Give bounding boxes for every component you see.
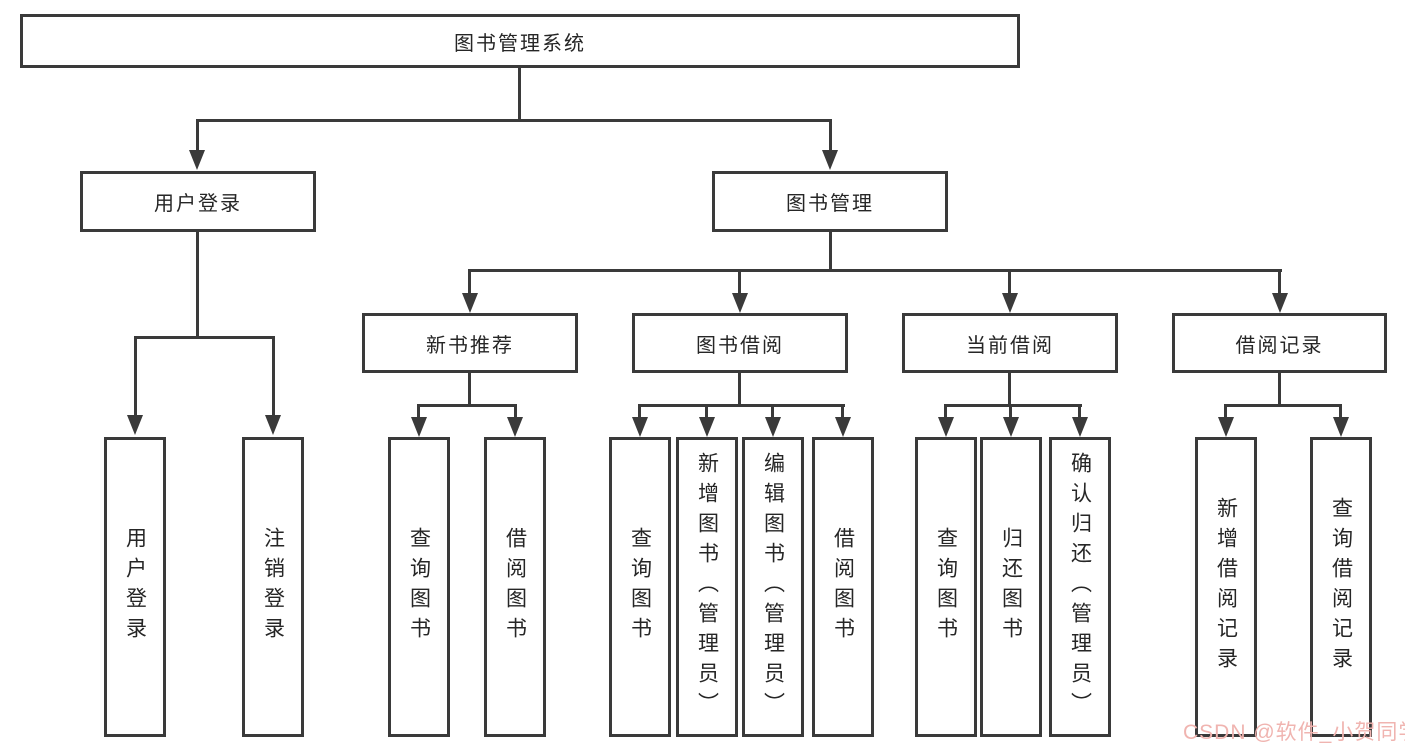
leaf-borrow-books-recommend: 借阅图书 bbox=[484, 437, 546, 737]
connector-drop bbox=[638, 404, 641, 418]
leaf-label: 借阅图书 bbox=[503, 527, 527, 647]
connector-drop bbox=[468, 269, 471, 295]
connector-drop bbox=[829, 119, 832, 152]
connector-root-stem bbox=[518, 68, 521, 122]
leaf-label: 新增图书（管理员） bbox=[695, 452, 719, 722]
leaf-query-books-borrowing: 查询图书 bbox=[609, 437, 671, 737]
connector-drop bbox=[944, 404, 947, 418]
connector-drop bbox=[134, 336, 137, 417]
connector-user-login-rail bbox=[134, 336, 275, 339]
node-library-management-system: 图书管理系统 bbox=[20, 14, 1020, 68]
arrow-down-icon bbox=[1003, 417, 1019, 437]
connector-borrowing-stem bbox=[738, 373, 741, 406]
leaf-logout-login: 注销登录 bbox=[242, 437, 304, 737]
arrow-down-icon bbox=[822, 150, 838, 170]
arrow-down-icon bbox=[765, 417, 781, 437]
connector-drop bbox=[514, 404, 517, 418]
leaf-user-login: 用户登录 bbox=[104, 437, 166, 737]
connector-drop bbox=[1224, 404, 1227, 418]
node-label: 用户登录 bbox=[154, 193, 242, 215]
connector-root-rail bbox=[196, 119, 832, 122]
arrow-down-icon bbox=[411, 417, 427, 437]
node-user-login: 用户登录 bbox=[80, 171, 316, 232]
connector-drop bbox=[196, 119, 199, 152]
leaf-label: 查询图书 bbox=[934, 527, 958, 647]
leaf-query-books-current: 查询图书 bbox=[915, 437, 977, 737]
connector-drop bbox=[841, 404, 844, 418]
arrow-down-icon bbox=[938, 417, 954, 437]
leaf-add-books-admin: 新增图书（管理员） bbox=[676, 437, 738, 737]
arrow-down-icon bbox=[507, 417, 523, 437]
connector-records-stem bbox=[1278, 373, 1281, 406]
node-book-borrowing: 图书借阅 bbox=[632, 313, 848, 373]
leaf-label: 查询图书 bbox=[628, 527, 652, 647]
leaf-label: 查询借阅记录 bbox=[1329, 497, 1353, 677]
leaf-add-borrow-record: 新增借阅记录 bbox=[1195, 437, 1257, 737]
arrow-down-icon bbox=[189, 150, 205, 170]
connector-current-stem bbox=[1008, 373, 1011, 406]
connector-drop bbox=[1278, 269, 1281, 295]
connector-borrowing-rail bbox=[639, 404, 845, 407]
arrow-down-icon bbox=[127, 415, 143, 435]
leaf-return-books: 归还图书 bbox=[980, 437, 1042, 737]
connector-recommend-stem bbox=[468, 373, 471, 406]
node-label: 图书管理系统 bbox=[454, 32, 586, 55]
leaf-label: 借阅图书 bbox=[831, 527, 855, 647]
arrow-down-icon bbox=[732, 293, 748, 313]
leaf-label: 确认归还（管理员） bbox=[1068, 452, 1092, 722]
node-label: 图书借阅 bbox=[696, 334, 784, 357]
connector-drop bbox=[1008, 269, 1011, 295]
leaf-edit-books-admin: 编辑图书（管理员） bbox=[742, 437, 804, 737]
node-label: 图书管理 bbox=[786, 193, 874, 215]
leaf-label: 归还图书 bbox=[999, 527, 1023, 647]
csdn-watermark: CSDN @软件_小贺同学 bbox=[1183, 721, 1405, 744]
leaf-label: 查询图书 bbox=[407, 527, 431, 647]
connector-user-login-stem bbox=[196, 232, 199, 338]
connector-book-mgmt-stem bbox=[829, 232, 832, 272]
node-borrowing-records: 借阅记录 bbox=[1172, 313, 1387, 373]
node-label: 新书推荐 bbox=[426, 334, 514, 357]
arrow-down-icon bbox=[1002, 293, 1018, 313]
connector-drop bbox=[272, 336, 275, 417]
leaf-confirm-return-admin: 确认归还（管理员） bbox=[1049, 437, 1111, 737]
leaf-label: 注销登录 bbox=[261, 527, 285, 647]
connector-recommend-rail bbox=[418, 404, 517, 407]
node-current-borrowing: 当前借阅 bbox=[902, 313, 1118, 373]
leaf-query-borrow-record: 查询借阅记录 bbox=[1310, 437, 1372, 737]
node-label: 借阅记录 bbox=[1235, 334, 1324, 357]
leaf-label: 编辑图书（管理员） bbox=[761, 452, 785, 722]
connector-drop bbox=[771, 404, 774, 418]
leaf-label: 新增借阅记录 bbox=[1214, 497, 1238, 677]
arrow-down-icon bbox=[1072, 417, 1088, 437]
arrow-down-icon bbox=[699, 417, 715, 437]
connector-drop bbox=[1009, 404, 1012, 418]
node-new-book-recommendation: 新书推荐 bbox=[362, 313, 578, 373]
arrow-down-icon bbox=[1218, 417, 1234, 437]
connector-current-rail bbox=[945, 404, 1082, 407]
leaf-borrow-books-borrowing: 借阅图书 bbox=[812, 437, 874, 737]
arrow-down-icon bbox=[265, 415, 281, 435]
connector-book-mgmt-rail bbox=[468, 269, 1282, 272]
arrow-down-icon bbox=[835, 417, 851, 437]
arrow-down-icon bbox=[1272, 293, 1288, 313]
connector-drop bbox=[705, 404, 708, 418]
connector-drop bbox=[1339, 404, 1342, 418]
connector-drop bbox=[417, 404, 420, 418]
arrow-down-icon bbox=[632, 417, 648, 437]
leaf-label: 用户登录 bbox=[123, 527, 147, 647]
node-book-management: 图书管理 bbox=[712, 171, 948, 232]
connector-drop bbox=[1078, 404, 1081, 418]
node-label: 当前借阅 bbox=[966, 334, 1054, 357]
arrow-down-icon bbox=[1333, 417, 1349, 437]
connector-drop bbox=[738, 269, 741, 295]
connector-records-rail bbox=[1225, 404, 1342, 407]
leaf-query-books-recommend: 查询图书 bbox=[388, 437, 450, 737]
arrow-down-icon bbox=[462, 293, 478, 313]
